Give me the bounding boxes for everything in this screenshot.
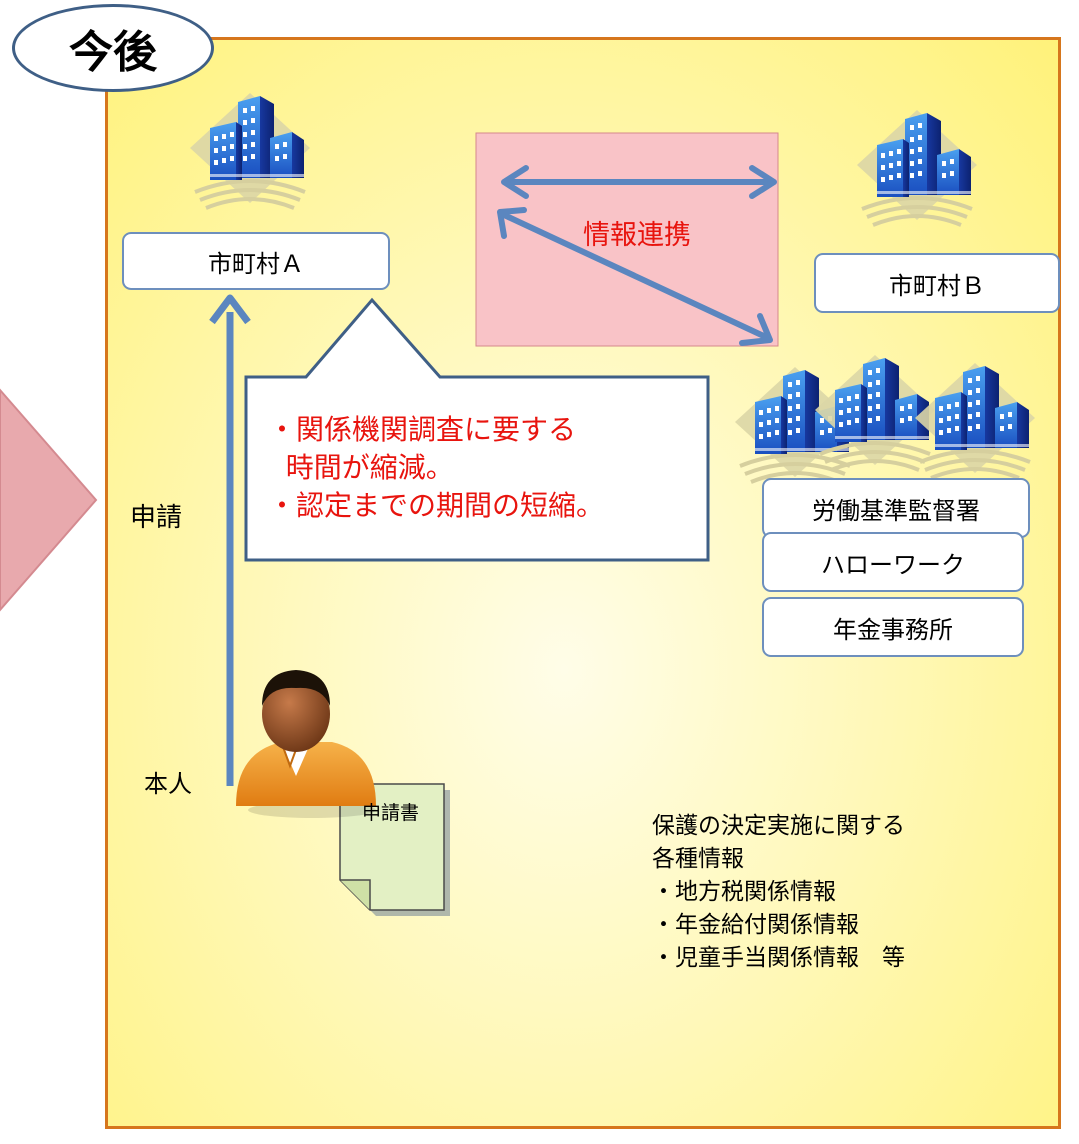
application-label: 申請 [130,503,183,533]
callout-line: ・関係機関調査に要する [268,413,577,446]
info-list: 保護の決定実施に関する 各種情報 ・地方税関係情報 ・年金給付関係情報 ・児童手… [652,810,905,975]
info-link-label: 情報連携 [583,220,691,251]
info-list-item: 各種情報 [652,846,744,872]
agency-box-hello-work: ハローワーク [762,532,1024,592]
agency-box-labor-standards: 労働基準監督署 [762,478,1030,538]
document-icon [339,783,450,916]
application-arrow [209,294,251,786]
info-link-diagonal-arrow [497,207,773,346]
left-chevron-arrow [0,388,98,612]
info-list-item: ・年金給付関係情報 [652,912,859,938]
callout-bubble [244,297,710,562]
agency-label: 年金事務所 [833,615,953,644]
municipality-b-label: 市町村Ｂ [889,271,985,300]
info-list-item: ・地方税関係情報 [652,879,836,905]
callout-text: ・関係機関調査に要する 時間が縮減。 ・認定までの期間の短縮。 [268,411,708,525]
municipality-a-label: 市町村Ａ [208,249,304,278]
info-list-item: 保護の決定実施に関する [652,813,905,839]
callout-line: ・認定までの期間の短縮。 [268,489,605,522]
callout-line: 時間が縮減。 [268,451,454,484]
info-list-item: ・児童手当関係情報 等 [652,945,905,971]
person-icon [236,670,376,818]
agency-label: ハローワーク [821,550,965,579]
agency-label: 労働基準監督署 [812,496,980,525]
info-link-horizontal-arrow [501,165,777,199]
office-building-icon-b [855,108,979,227]
municipality-a-box: 市町村Ａ [122,232,390,290]
office-building-icon-c3 [913,361,1037,480]
person-label: 本人 [144,770,192,798]
municipality-b-box: 市町村Ｂ [814,253,1060,313]
office-building-icon-c2 [813,353,937,472]
title-oval: 今後 [12,4,214,92]
office-building-icon-a [188,91,312,210]
application-form-label: 申請書 [362,802,420,824]
agency-box-pension-office: 年金事務所 [762,597,1024,657]
